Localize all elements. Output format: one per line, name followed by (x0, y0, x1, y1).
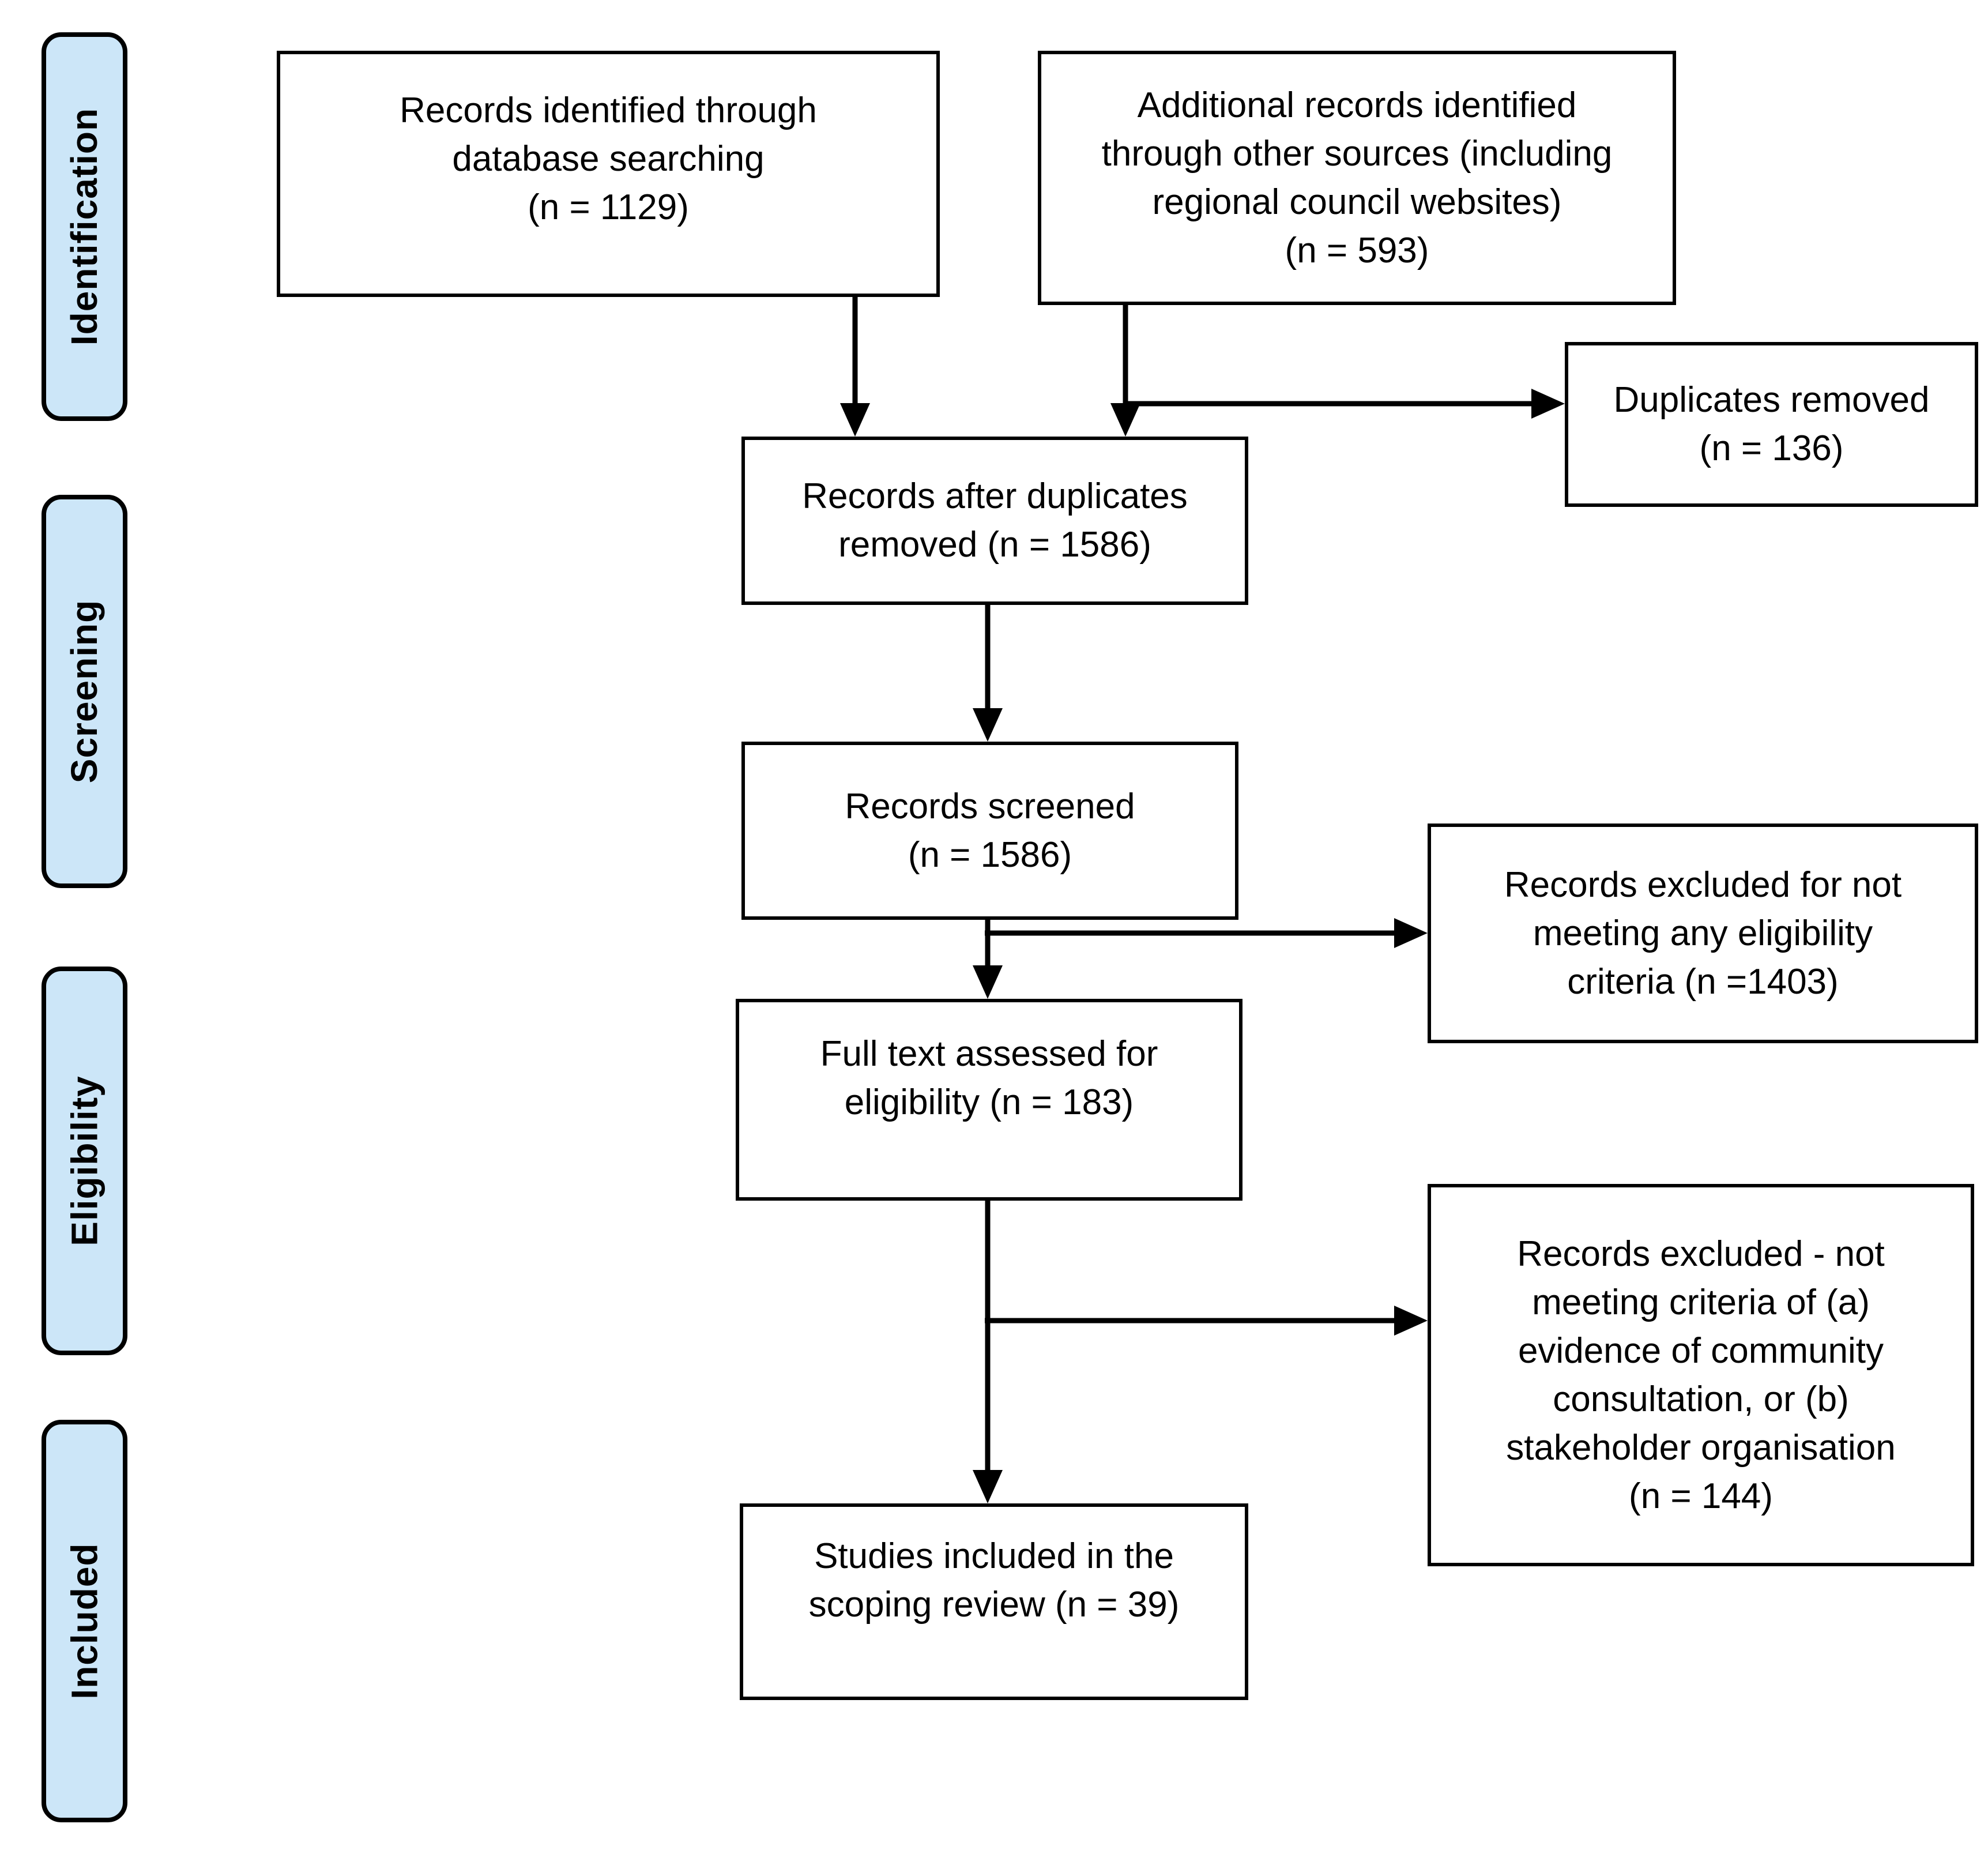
node-full-text-assessed-label: Full text assessed for eligibility (n = … (820, 1034, 1158, 1122)
arrowhead-to-excluded-criteria (1394, 1306, 1428, 1336)
arrowhead-screened-to-fulltext (973, 965, 1003, 999)
node-records-excluded-eligibility: Records excluded for not meeting any eli… (1428, 824, 1978, 1043)
node-records-identified-label: Records identified through database sear… (400, 91, 817, 227)
stage-screening-label: Screening (63, 599, 106, 784)
arrowhead-identified-to-after-duplicates (840, 403, 870, 437)
arrowhead-after-duplicates-to-screened (973, 708, 1003, 742)
stage-screening: Screening (42, 495, 127, 888)
node-records-after-duplicates: Records after duplicates removed (n = 15… (741, 437, 1248, 605)
arrowhead-to-excluded-eligibility (1394, 918, 1428, 948)
node-records-screened: Records screened (n = 1586) (741, 742, 1238, 920)
node-records-excluded-eligibility-label: Records excluded for not meeting any eli… (1504, 864, 1902, 1002)
stage-eligibility: Eligibility (42, 967, 127, 1355)
node-additional-records: Additional records identified through ot… (1038, 51, 1676, 305)
stage-identification-label: Identification (63, 107, 106, 346)
arrowhead-additional-to-after-duplicates (1110, 403, 1140, 437)
stage-included: Included (42, 1420, 127, 1822)
node-studies-included-label: Studies included in the scoping review (… (808, 1536, 1180, 1625)
arrowhead-fulltext-to-included (973, 1470, 1003, 1503)
stage-included-label: Included (63, 1543, 106, 1699)
node-additional-records-label: Additional records identified through ot… (1101, 85, 1613, 270)
node-records-after-duplicates-label: Records after duplicates removed (n = 15… (802, 476, 1188, 565)
node-records-identified: Records identified through database sear… (277, 51, 940, 297)
arrowhead-to-duplicates-removed (1531, 389, 1565, 419)
node-studies-included: Studies included in the scoping review (… (740, 1503, 1248, 1700)
node-full-text-assessed: Full text assessed for eligibility (n = … (736, 999, 1242, 1201)
node-records-screened-label: Records screened (n = 1586) (845, 786, 1135, 875)
node-duplicates-removed: Duplicates removed (n = 136) (1565, 342, 1978, 507)
node-records-excluded-criteria-label: Records excluded - not meeting criteria … (1506, 1234, 1896, 1516)
stage-identification: Identification (42, 32, 127, 421)
node-duplicates-removed-label: Duplicates removed (n = 136) (1613, 380, 1930, 468)
stage-eligibility-label: Eligibility (63, 1076, 106, 1246)
node-records-excluded-criteria: Records excluded - not meeting criteria … (1428, 1184, 1974, 1566)
